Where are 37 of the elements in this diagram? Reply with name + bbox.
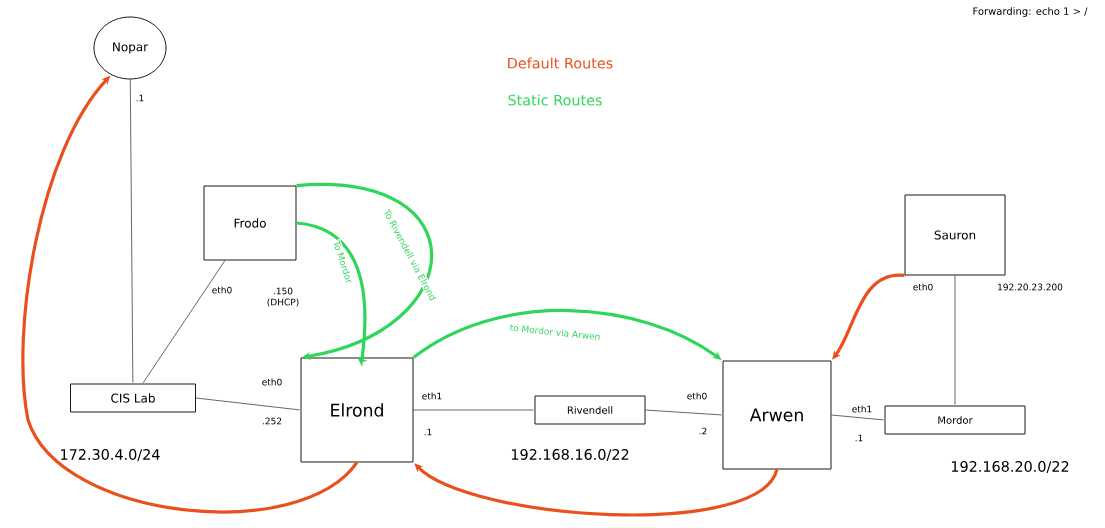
link-line [195, 397, 300, 411]
interface-address: .1 [136, 94, 144, 102]
interface-address: .2 [699, 427, 707, 435]
link-line [645, 409, 722, 416]
interface-name: eth0 [262, 378, 282, 386]
interface-address: .1 [855, 434, 863, 442]
arrow [414, 463, 779, 517]
interface-address: .252 [262, 417, 282, 425]
network-address: 192.168.20.0/22 [951, 461, 1069, 473]
legend-entry: Static Routes [508, 94, 602, 106]
edge-label: To Mordor [331, 238, 355, 286]
link-line [129, 79, 134, 383]
host-box: Sauron [904, 194, 1006, 276]
interface-address: 192.20.23.200 [998, 283, 1063, 291]
link-line [413, 409, 534, 411]
host-box: Mordor [884, 405, 1026, 435]
link-line [954, 275, 956, 405]
edge-label: to Mordor via Arwen [508, 322, 602, 342]
host-box: CIS Lab [70, 383, 196, 413]
host-box: Arwen [722, 360, 832, 470]
interface-address: .150 (DHCP) [267, 287, 299, 307]
interface-name: eth1 [852, 405, 872, 413]
network-address: 192.168.16.0/22 [511, 449, 629, 461]
arrow [296, 183, 434, 360]
arrow [832, 273, 905, 360]
network-address: 172.30.4.0/24 [61, 449, 160, 461]
host-box: Elrond [300, 357, 414, 463]
note-text: Forwarding: echo 1 > / [973, 7, 1088, 17]
host-box: Rivendell [534, 395, 646, 425]
link-line [142, 260, 226, 384]
interface-address: .1 [424, 428, 432, 436]
interface-name: eth1 [422, 392, 442, 400]
link-line [831, 414, 884, 421]
interface-name: eth0 [687, 392, 707, 400]
host-box: Frodo [203, 185, 297, 261]
legend-entry: Default Routes [508, 57, 613, 69]
interface-name: eth0 [212, 286, 232, 294]
